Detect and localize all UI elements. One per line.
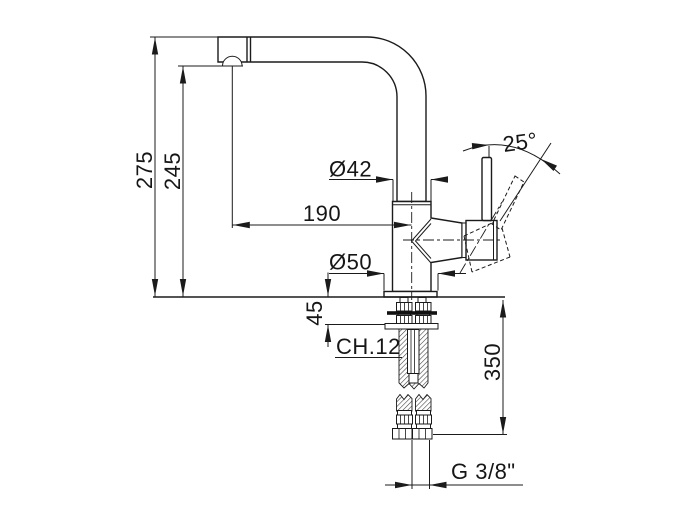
arrowhead [499,300,507,318]
tailpiece-neck [417,297,427,303]
body-column [391,200,463,293]
dimension-245: 245 [160,65,243,297]
arrowhead [539,156,558,171]
dim-label-350: 350 [480,343,505,381]
housing-tilted-edge [501,227,511,258]
braided-hose [415,393,432,412]
housing-tilted-edge [463,222,493,237]
mounting-washer [384,323,439,330]
dimension-thread-g38: G 3/8" [385,440,523,489]
hose-fitting [416,423,431,429]
braided-hose [396,393,413,412]
hose-fitting [397,410,412,416]
housing-tilted-edge [471,256,511,273]
dim-label-275: 275 [132,151,157,189]
arrowhead [438,270,455,277]
dimension-350: 350 [433,300,507,435]
dim-label-d42: Ø42 [329,157,372,182]
arrowhead [151,37,159,55]
arrowhead [395,481,412,489]
dimension-diameter-50: Ø50 [329,250,466,291]
spout-tube [217,36,427,203]
tailpiece-rib-lines [400,316,428,323]
lever-tilted-outline [491,175,525,231]
arrowhead [151,279,159,296]
arrowhead [429,481,447,489]
dim-label-25deg: 25° [501,127,539,157]
fitting-rib-lines [400,415,428,424]
label-ch12: CH.12 [335,334,402,359]
aerator-dome [221,55,243,67]
arrowhead [471,141,490,150]
clamp-bar [387,311,437,315]
hose-fitting [416,410,431,416]
arrowhead [376,176,393,183]
angle-ray [499,142,552,222]
tilted-axis-centerline [459,201,503,274]
dim-label-245: 245 [160,152,185,190]
hex-nut [392,428,413,440]
tailpiece-neck [399,297,409,303]
dimension-45: 45 [302,272,385,347]
dimension-275: 275 [132,36,218,297]
arrowhead [179,279,187,296]
dim-label-45: 45 [302,300,327,325]
arrowhead [431,176,448,183]
dimension-diameter-42: Ø42 [329,157,448,201]
arrowhead [179,66,187,84]
arrowhead [324,325,332,342]
lever-upright [481,156,493,222]
lever-tilted-phantom [463,175,525,273]
base-flange [383,290,438,298]
shank-inner-fitting [408,373,419,384]
dim-label-d50: Ø50 [329,250,372,275]
dim-label-g38: G 3/8" [451,459,516,484]
dimension-190: 190 [231,66,412,229]
joint-chevron [414,223,432,259]
arrowhead [232,221,250,229]
hex-nut-facets [398,429,426,439]
tailpiece-rib-lines [400,303,428,311]
shank-inner-bore [407,329,420,374]
underdeck-assembly [384,297,439,440]
hose-fitting [397,423,412,429]
dim-label-190: 190 [303,201,341,226]
dim-label-ch12: CH.12 [336,334,401,359]
inner-hose-lines [410,330,415,373]
arrowhead [324,279,332,296]
centerlines [403,192,503,300]
hex-nut [412,428,433,440]
faucet-outline [153,36,505,298]
dimension-angle-25: 25° [462,127,561,222]
arrowhead [499,417,507,434]
